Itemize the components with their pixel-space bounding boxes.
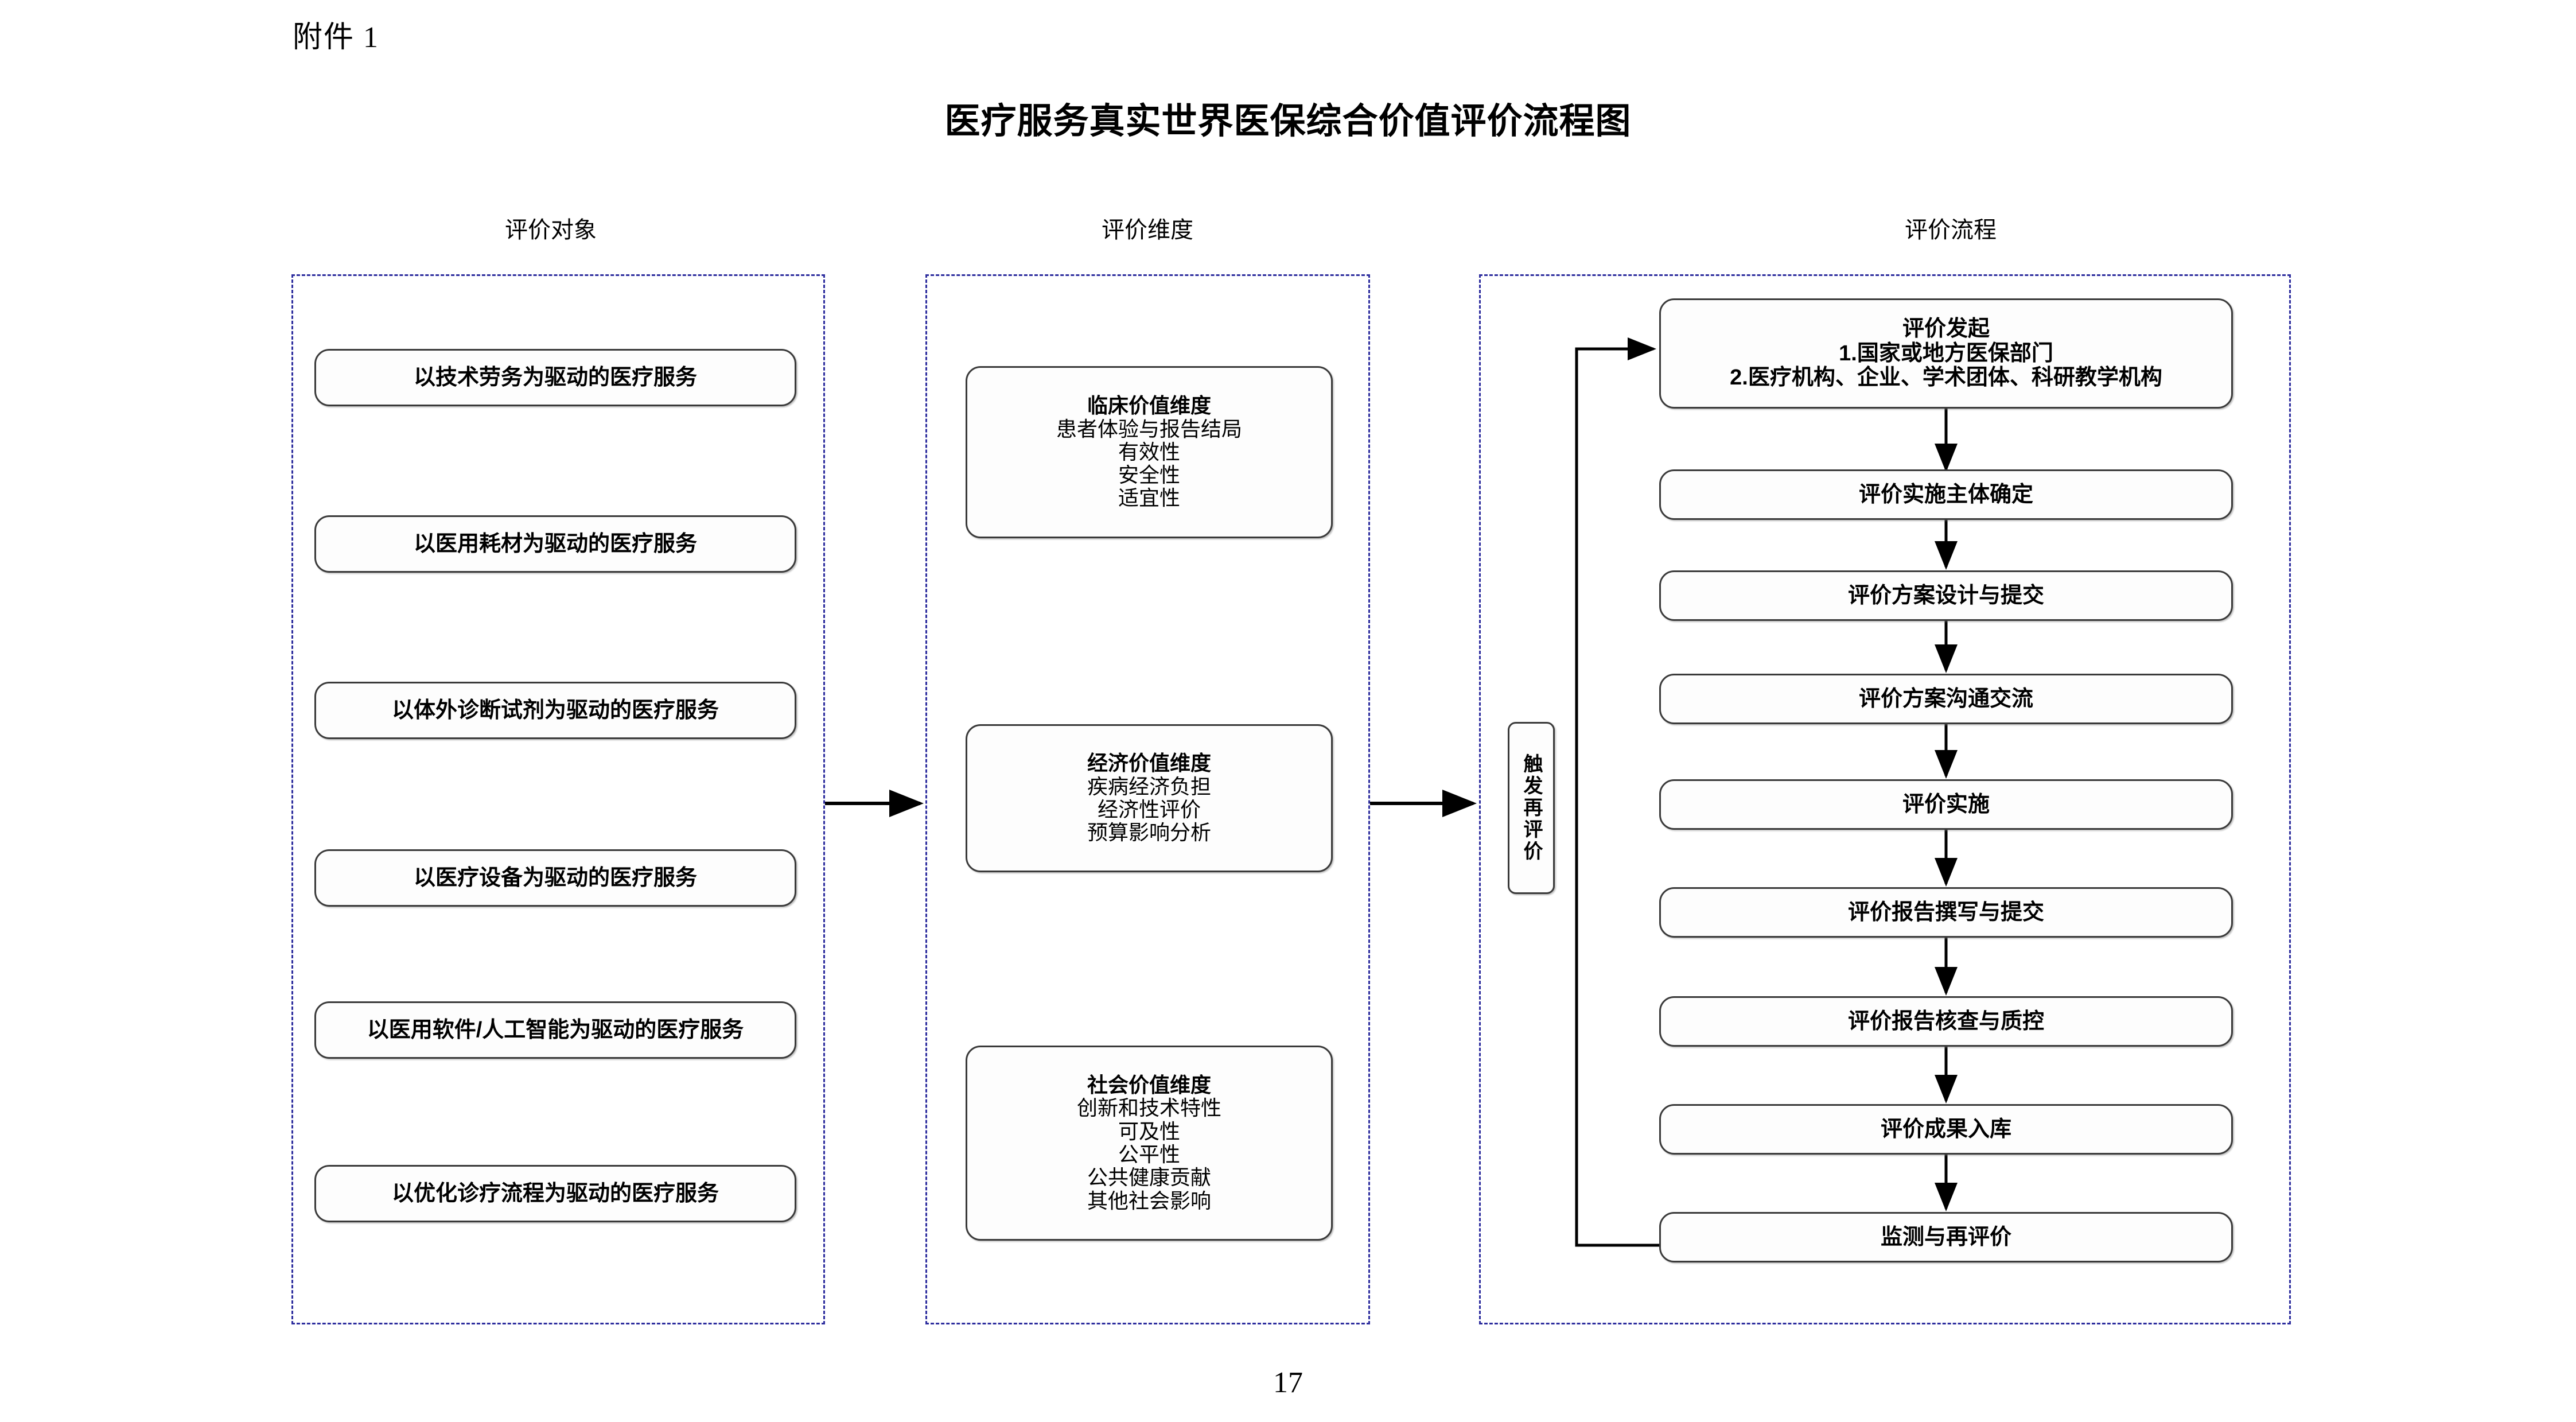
trigger-reevaluation-box[interactable]: 触发再评价 <box>1508 722 1555 894</box>
dimension-item: 公平性 <box>1118 1143 1180 1166</box>
dimension-item: 疾病经济负担 <box>1087 774 1211 798</box>
step-title: 评价报告撰写与提交 <box>1847 900 2044 924</box>
process-step-8[interactable]: 评价成果入库 <box>1659 1104 2233 1155</box>
dimension-item: 预算影响分析 <box>1087 821 1211 845</box>
object-box-1[interactable]: 以技术劳务为驱动的医疗服务 <box>314 349 796 406</box>
column-caption-process: 评价流程 <box>1905 217 1997 243</box>
object-box-5[interactable]: 以医用软件/人工智能为驱动的医疗服务 <box>314 1001 796 1059</box>
object-box-3[interactable]: 以体外诊断试剂为驱动的医疗服务 <box>314 682 796 739</box>
panel-evaluation-objects <box>291 274 825 1324</box>
process-step-1[interactable]: 评价发起 1.国家或地方医保部门 2.医疗机构、企业、学术团体、科研教学机构 <box>1659 298 2233 409</box>
object-label: 以医疗设备为驱动的医疗服务 <box>413 865 697 890</box>
dimension-item: 有效性 <box>1118 440 1180 464</box>
object-label: 以医用软件/人工智能为驱动的医疗服务 <box>367 1017 744 1042</box>
page-title: 医疗服务真实世界医保综合价值评价流程图 <box>944 102 1632 141</box>
object-box-6[interactable]: 以优化诊疗流程为驱动的医疗服务 <box>314 1165 796 1222</box>
attachment-label: 附件 1 <box>293 21 380 54</box>
trigger-label: 触发再评价 <box>1520 753 1543 862</box>
step-title: 评价方案沟通交流 <box>1858 686 2033 711</box>
dimension-box-clinical[interactable]: 临床价值维度 患者体验与报告结局 有效性 安全性 适宜性 <box>966 366 1333 538</box>
object-label: 以体外诊断试剂为驱动的医疗服务 <box>391 698 719 722</box>
dimension-title: 临床价值维度 <box>1087 394 1211 418</box>
object-label: 以医用耗材为驱动的医疗服务 <box>413 531 697 556</box>
process-step-9[interactable]: 监测与再评价 <box>1659 1212 2233 1262</box>
step-title: 评价实施 <box>1902 792 1990 817</box>
dimension-box-social[interactable]: 社会价值维度 创新和技术特性 可及性 公平性 公共健康贡献 其他社会影响 <box>966 1046 1333 1241</box>
column-caption-dimensions: 评价维度 <box>1102 217 1193 243</box>
object-label: 以优化诊疗流程为驱动的医疗服务 <box>391 1181 719 1206</box>
process-step-7[interactable]: 评价报告核查与质控 <box>1659 996 2233 1047</box>
dimension-item: 安全性 <box>1118 463 1180 487</box>
dimension-item: 创新和技术特性 <box>1076 1096 1221 1120</box>
step-item: 1.国家或地方医保部门 <box>1839 341 2053 366</box>
process-step-3[interactable]: 评价方案设计与提交 <box>1659 570 2233 621</box>
object-label: 以技术劳务为驱动的医疗服务 <box>413 365 697 390</box>
panel-evaluation-dimensions <box>925 274 1370 1324</box>
step-item: 2.医疗机构、企业、学术团体、科研教学机构 <box>1730 366 2162 390</box>
dimension-item: 患者体验与报告结局 <box>1056 417 1242 441</box>
dimension-item: 适宜性 <box>1118 486 1180 510</box>
dimension-title: 经济价值维度 <box>1087 751 1211 775</box>
process-step-4[interactable]: 评价方案沟通交流 <box>1659 674 2233 724</box>
step-title: 评价发起 <box>1902 317 1990 341</box>
step-title: 监测与再评价 <box>1880 1225 2011 1249</box>
column-caption-objects: 评价对象 <box>505 217 597 243</box>
panel-evaluation-process <box>1479 274 2291 1324</box>
step-title: 评价报告核查与质控 <box>1847 1009 2044 1034</box>
process-step-2[interactable]: 评价实施主体确定 <box>1659 469 2233 520</box>
dimension-item: 可及性 <box>1118 1119 1180 1143</box>
process-step-5[interactable]: 评价实施 <box>1659 779 2233 830</box>
process-step-6[interactable]: 评价报告撰写与提交 <box>1659 887 2233 938</box>
step-title: 评价实施主体确定 <box>1858 482 2033 507</box>
step-title: 评价方案设计与提交 <box>1847 583 2044 608</box>
object-box-2[interactable]: 以医用耗材为驱动的医疗服务 <box>314 515 796 573</box>
object-box-4[interactable]: 以医疗设备为驱动的医疗服务 <box>314 849 796 907</box>
dimension-item: 经济性评价 <box>1097 798 1201 821</box>
page-number: 17 <box>1273 1366 1303 1399</box>
dimension-title: 社会价值维度 <box>1087 1073 1211 1097</box>
dimension-item: 其他社会影响 <box>1087 1188 1211 1213</box>
dimension-item: 公共健康贡献 <box>1087 1165 1211 1190</box>
dimension-box-economic[interactable]: 经济价值维度 疾病经济负担 经济性评价 预算影响分析 <box>966 724 1333 872</box>
step-title: 评价成果入库 <box>1880 1117 2011 1141</box>
